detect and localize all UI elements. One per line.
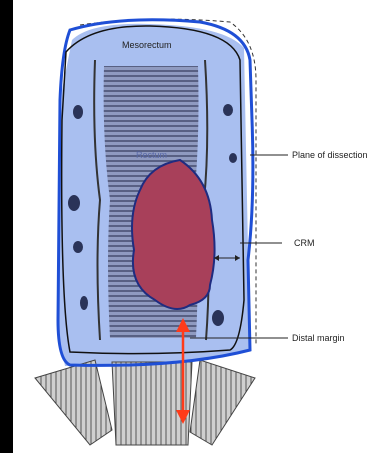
levator-ani-left: [35, 360, 112, 445]
levator-ani-right: [190, 360, 255, 445]
lymph-node: [229, 153, 237, 163]
label-rectum: Rectum: [136, 150, 167, 160]
lymph-node: [223, 104, 233, 116]
label-plane-of-dissection: Plane of dissection: [292, 150, 368, 160]
lymph-node: [80, 296, 88, 310]
label-distal-margin: Distal margin: [292, 333, 345, 343]
label-crm: CRM: [294, 238, 315, 248]
lymph-node: [73, 241, 83, 253]
label-mesorectum: Mesorectum: [122, 40, 172, 50]
tumour-mass: [132, 160, 215, 309]
anal-canal: [112, 362, 192, 445]
lymph-node: [73, 105, 83, 119]
lymph-node: [68, 195, 80, 211]
lymph-node: [212, 310, 224, 326]
